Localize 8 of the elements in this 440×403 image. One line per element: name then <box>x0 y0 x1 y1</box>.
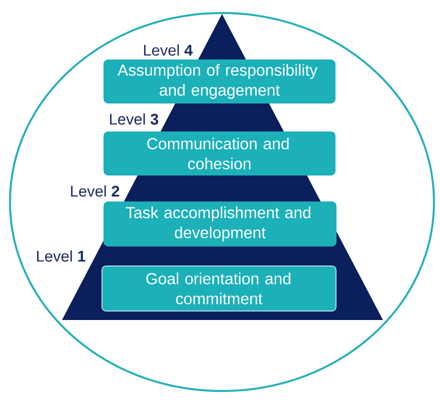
level-box: Task accomplishment and development <box>104 202 336 246</box>
level-box: Assumption of responsibility and engagement <box>104 60 336 104</box>
level-box: Communication and cohesion <box>104 132 336 176</box>
level-label: Level 2 <box>71 185 120 197</box>
level-box: Goal orientation and commitment <box>102 266 336 312</box>
level-label: Level 4 <box>144 44 193 56</box>
level-label: Level 3 <box>110 113 158 125</box>
level-label: Level 1 <box>37 250 86 262</box>
